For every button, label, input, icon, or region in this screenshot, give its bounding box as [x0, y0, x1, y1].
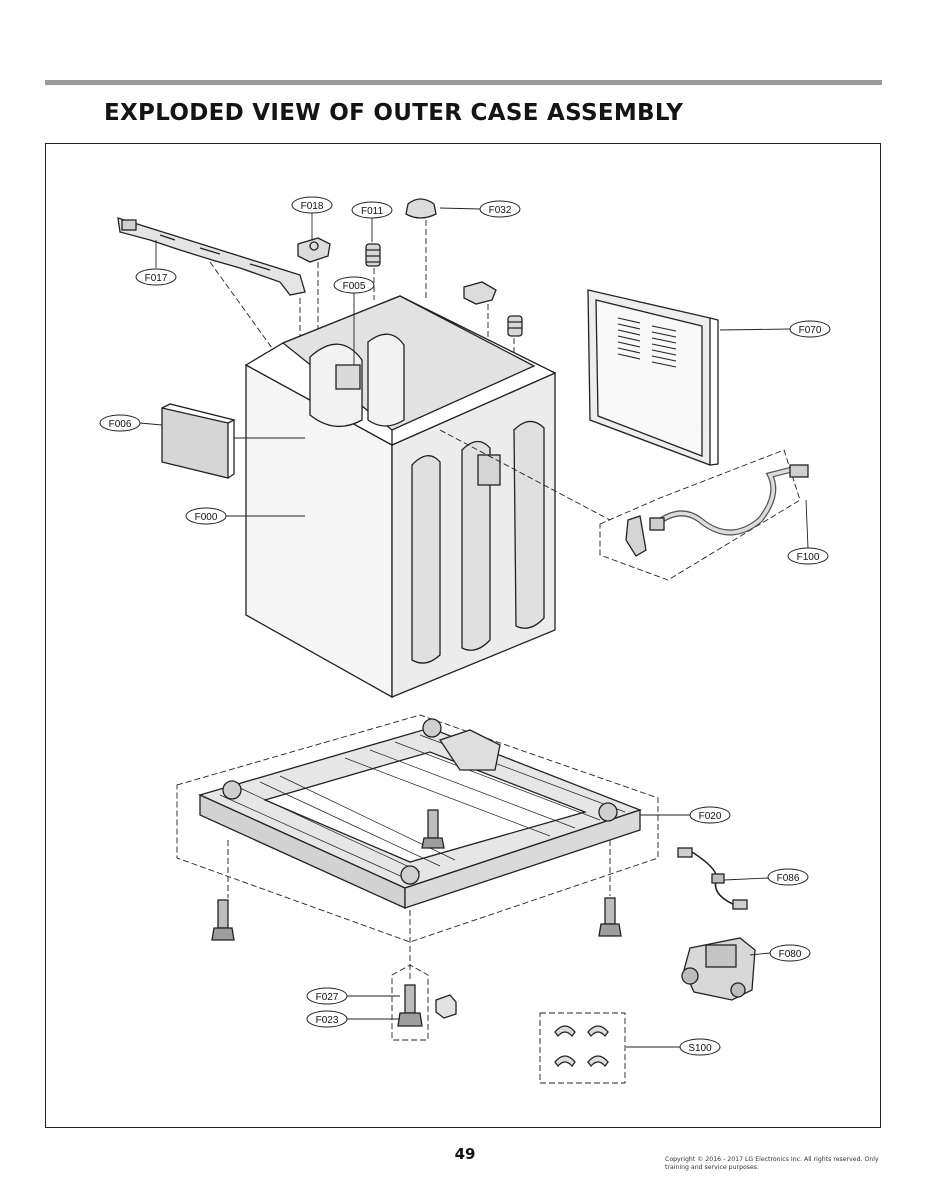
valve-part-f080 [681, 937, 756, 1001]
callout-f032: F032 [479, 200, 521, 218]
svg-text:F006: F006 [109, 419, 132, 430]
rear-panel-part-f070 [587, 289, 719, 466]
svg-text:F000: F000 [195, 512, 218, 523]
assembly-guides-bottom [227, 840, 611, 1041]
svg-text:F018: F018 [301, 201, 324, 212]
hose-kit-part-f100 [599, 449, 809, 581]
diagram-frame [45, 143, 881, 1128]
svg-text:F027: F027 [316, 992, 339, 1003]
clip-part-f018 [297, 237, 331, 263]
callout-s100: S100 [679, 1038, 721, 1056]
harness-part-f086 [677, 847, 748, 910]
svg-text:F020: F020 [699, 811, 722, 822]
svg-text:S100: S100 [688, 1043, 712, 1054]
bolt-parts [211, 809, 622, 1027]
base-part-f020 [176, 714, 659, 943]
damper-part-f011 [365, 243, 381, 267]
callout-f005: F005 [333, 276, 375, 294]
callout-f027: F027 [306, 987, 348, 1005]
leader-lines [139, 207, 809, 1048]
svg-text:F023: F023 [316, 1015, 339, 1026]
cabinet-part-f000 [244, 295, 557, 699]
callout-f100: F100 [787, 547, 829, 565]
svg-text:F080: F080 [779, 949, 802, 960]
callout-f006: F006 [99, 414, 141, 432]
clip-part-f027 [435, 994, 457, 1019]
page-number: 49 [454, 1145, 476, 1163]
clip-part-right [463, 281, 523, 337]
clamp-kit-part-s100 [539, 1012, 626, 1084]
svg-text:F032: F032 [489, 205, 512, 216]
svg-text:F086: F086 [777, 873, 800, 884]
callout-f086: F086 [767, 868, 809, 886]
panel-part-f006 [161, 403, 236, 479]
callout-f017: F017 [135, 268, 177, 286]
svg-text:F017: F017 [145, 273, 168, 284]
svg-text:F005: F005 [343, 281, 366, 292]
callout-f080: F080 [769, 944, 811, 962]
callout-f020: F020 [689, 806, 731, 824]
assembly-guides-mid [439, 429, 611, 521]
svg-text:F011: F011 [361, 206, 383, 217]
top-rule [45, 80, 882, 85]
top-bracket-part [117, 217, 306, 296]
svg-text:F100: F100 [797, 552, 820, 563]
svg-text:F070: F070 [799, 325, 822, 336]
callout-f023: F023 [306, 1010, 348, 1028]
clip-part-f032 [405, 198, 437, 219]
callout-f070: F070 [789, 320, 831, 338]
callout-f000: F000 [185, 507, 227, 525]
callout-f011: F011 [351, 201, 393, 219]
callout-f018: F018 [291, 196, 333, 214]
page-title: EXPLODED VIEW OF OUTER CASE ASSEMBLY [104, 100, 684, 126]
copyright-notice: Copyright © 2016 - 2017 LG Electronics I… [665, 1156, 879, 1171]
